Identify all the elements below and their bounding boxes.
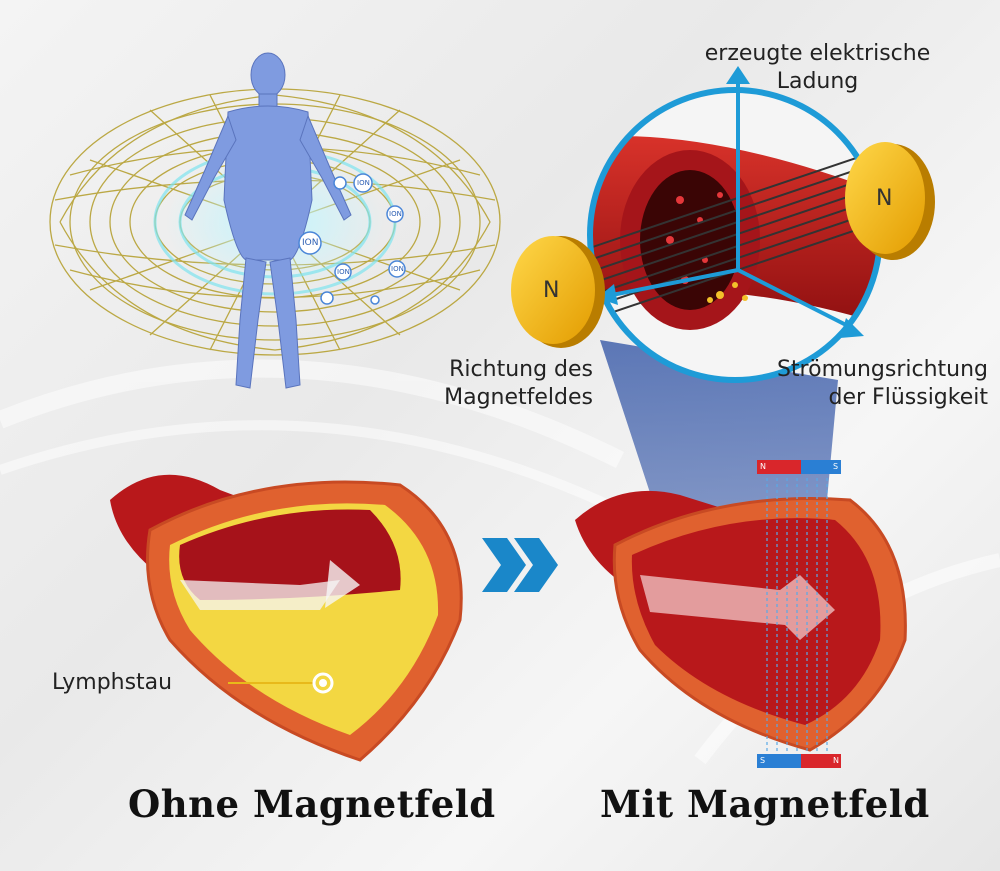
human-figure-icon [184,52,352,389]
flow-direction-label: Strömungsrichtung der Flüssigkeit [715,356,988,412]
charge-label: erzeugte elektrische Ladung [680,40,955,96]
lymphstau-marker [312,672,334,694]
ion-badge-text: ION [389,210,402,218]
title-with-field: Mit Magnetfeld [600,782,930,826]
ion-badge-text: ION [302,238,319,248]
strip-magnet-bottom [757,754,841,768]
vessel-with-field [575,490,907,752]
ion-badge-text: ION [357,179,370,187]
strip-bottom-north: N [833,756,839,765]
lymphstau-label: Lymphstau [52,670,173,695]
field-direction-label: Richtung des Magnetfeldes [395,356,593,412]
zoom-circle [590,90,880,380]
ion-badge-text: ION [337,268,350,276]
flow-direction-line1: Strömungsrichtung [776,357,988,382]
magnet-left-icon [511,236,605,348]
strip-bottom-south: S [760,756,766,765]
strip-top-north: N [760,462,766,471]
charge-label-line1: erzeugte elektrische [704,41,931,66]
strip-top-south: S [833,462,839,471]
strip-magnet-top [757,460,841,474]
magnetic-strip-lines [766,478,828,755]
ion-badge-text: ION [391,265,404,273]
title-without-field: Ohne Magnetfeld [128,782,496,826]
ion-bubbles [298,173,406,305]
magnet-right-pole: N [876,186,893,211]
magnet-right-icon [845,142,935,260]
flow-direction-line2: der Flüssigkeit [828,385,988,410]
field-direction-line1: Richtung des [449,357,593,382]
charge-label-line2: Ladung [776,69,859,94]
double-chevron-right-icon [482,538,558,592]
field-direction-line2: Magnetfeldes [444,385,593,410]
vessel-without-field [110,474,463,762]
magnet-left-pole: N [543,278,560,303]
